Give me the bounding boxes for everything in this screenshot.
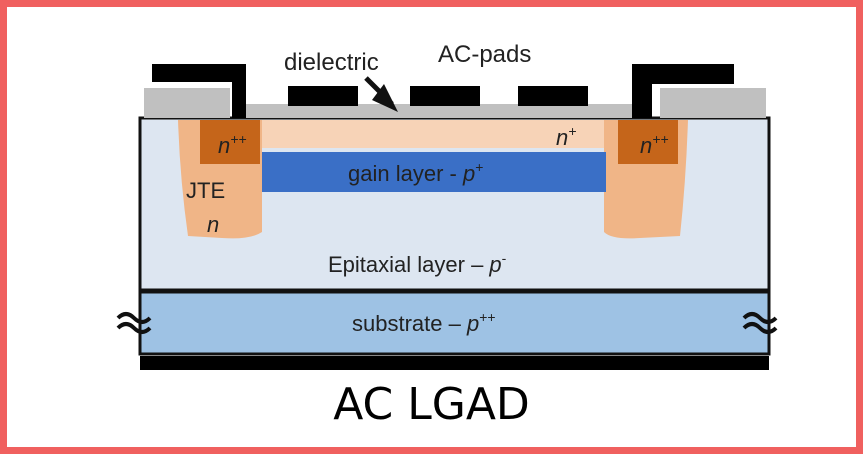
backside-contact	[140, 356, 769, 370]
dielectric-arrowhead	[372, 84, 398, 112]
label-n-plus-plus-right: n++	[640, 131, 669, 158]
label-n-plus-plus-left: n++	[218, 131, 247, 158]
n-plus-plus-left	[200, 120, 260, 164]
label-n-plus: n+	[556, 123, 576, 150]
break-mark-left	[116, 312, 152, 334]
substrate-layer	[138, 290, 771, 356]
ac-pad-2	[410, 86, 480, 106]
label-epitaxial: Epitaxial layer – p-	[328, 250, 507, 277]
ac-pad-3	[518, 86, 588, 106]
n-plus-plus-right	[618, 120, 678, 164]
label-jte-n: n	[207, 212, 219, 237]
label-dielectric: dielectric	[284, 49, 379, 76]
label-ac-pads: AC-pads	[438, 41, 531, 68]
dielectric-left	[144, 88, 230, 118]
label-jte: JTE	[186, 178, 225, 203]
dielectric-center	[244, 104, 634, 118]
ac-pad-1	[288, 86, 358, 106]
label-substrate: substrate – p++	[352, 309, 496, 336]
label-gain-layer: gain layer - p+	[348, 159, 483, 186]
n-plus-layer	[200, 120, 660, 148]
diagram-caption: AC LGAD	[333, 379, 530, 430]
edge-metal-right	[632, 64, 734, 118]
edge-metal-left	[152, 64, 246, 118]
gain-layer	[262, 152, 606, 192]
dielectric-right	[660, 88, 766, 118]
break-mark-right	[742, 312, 778, 334]
